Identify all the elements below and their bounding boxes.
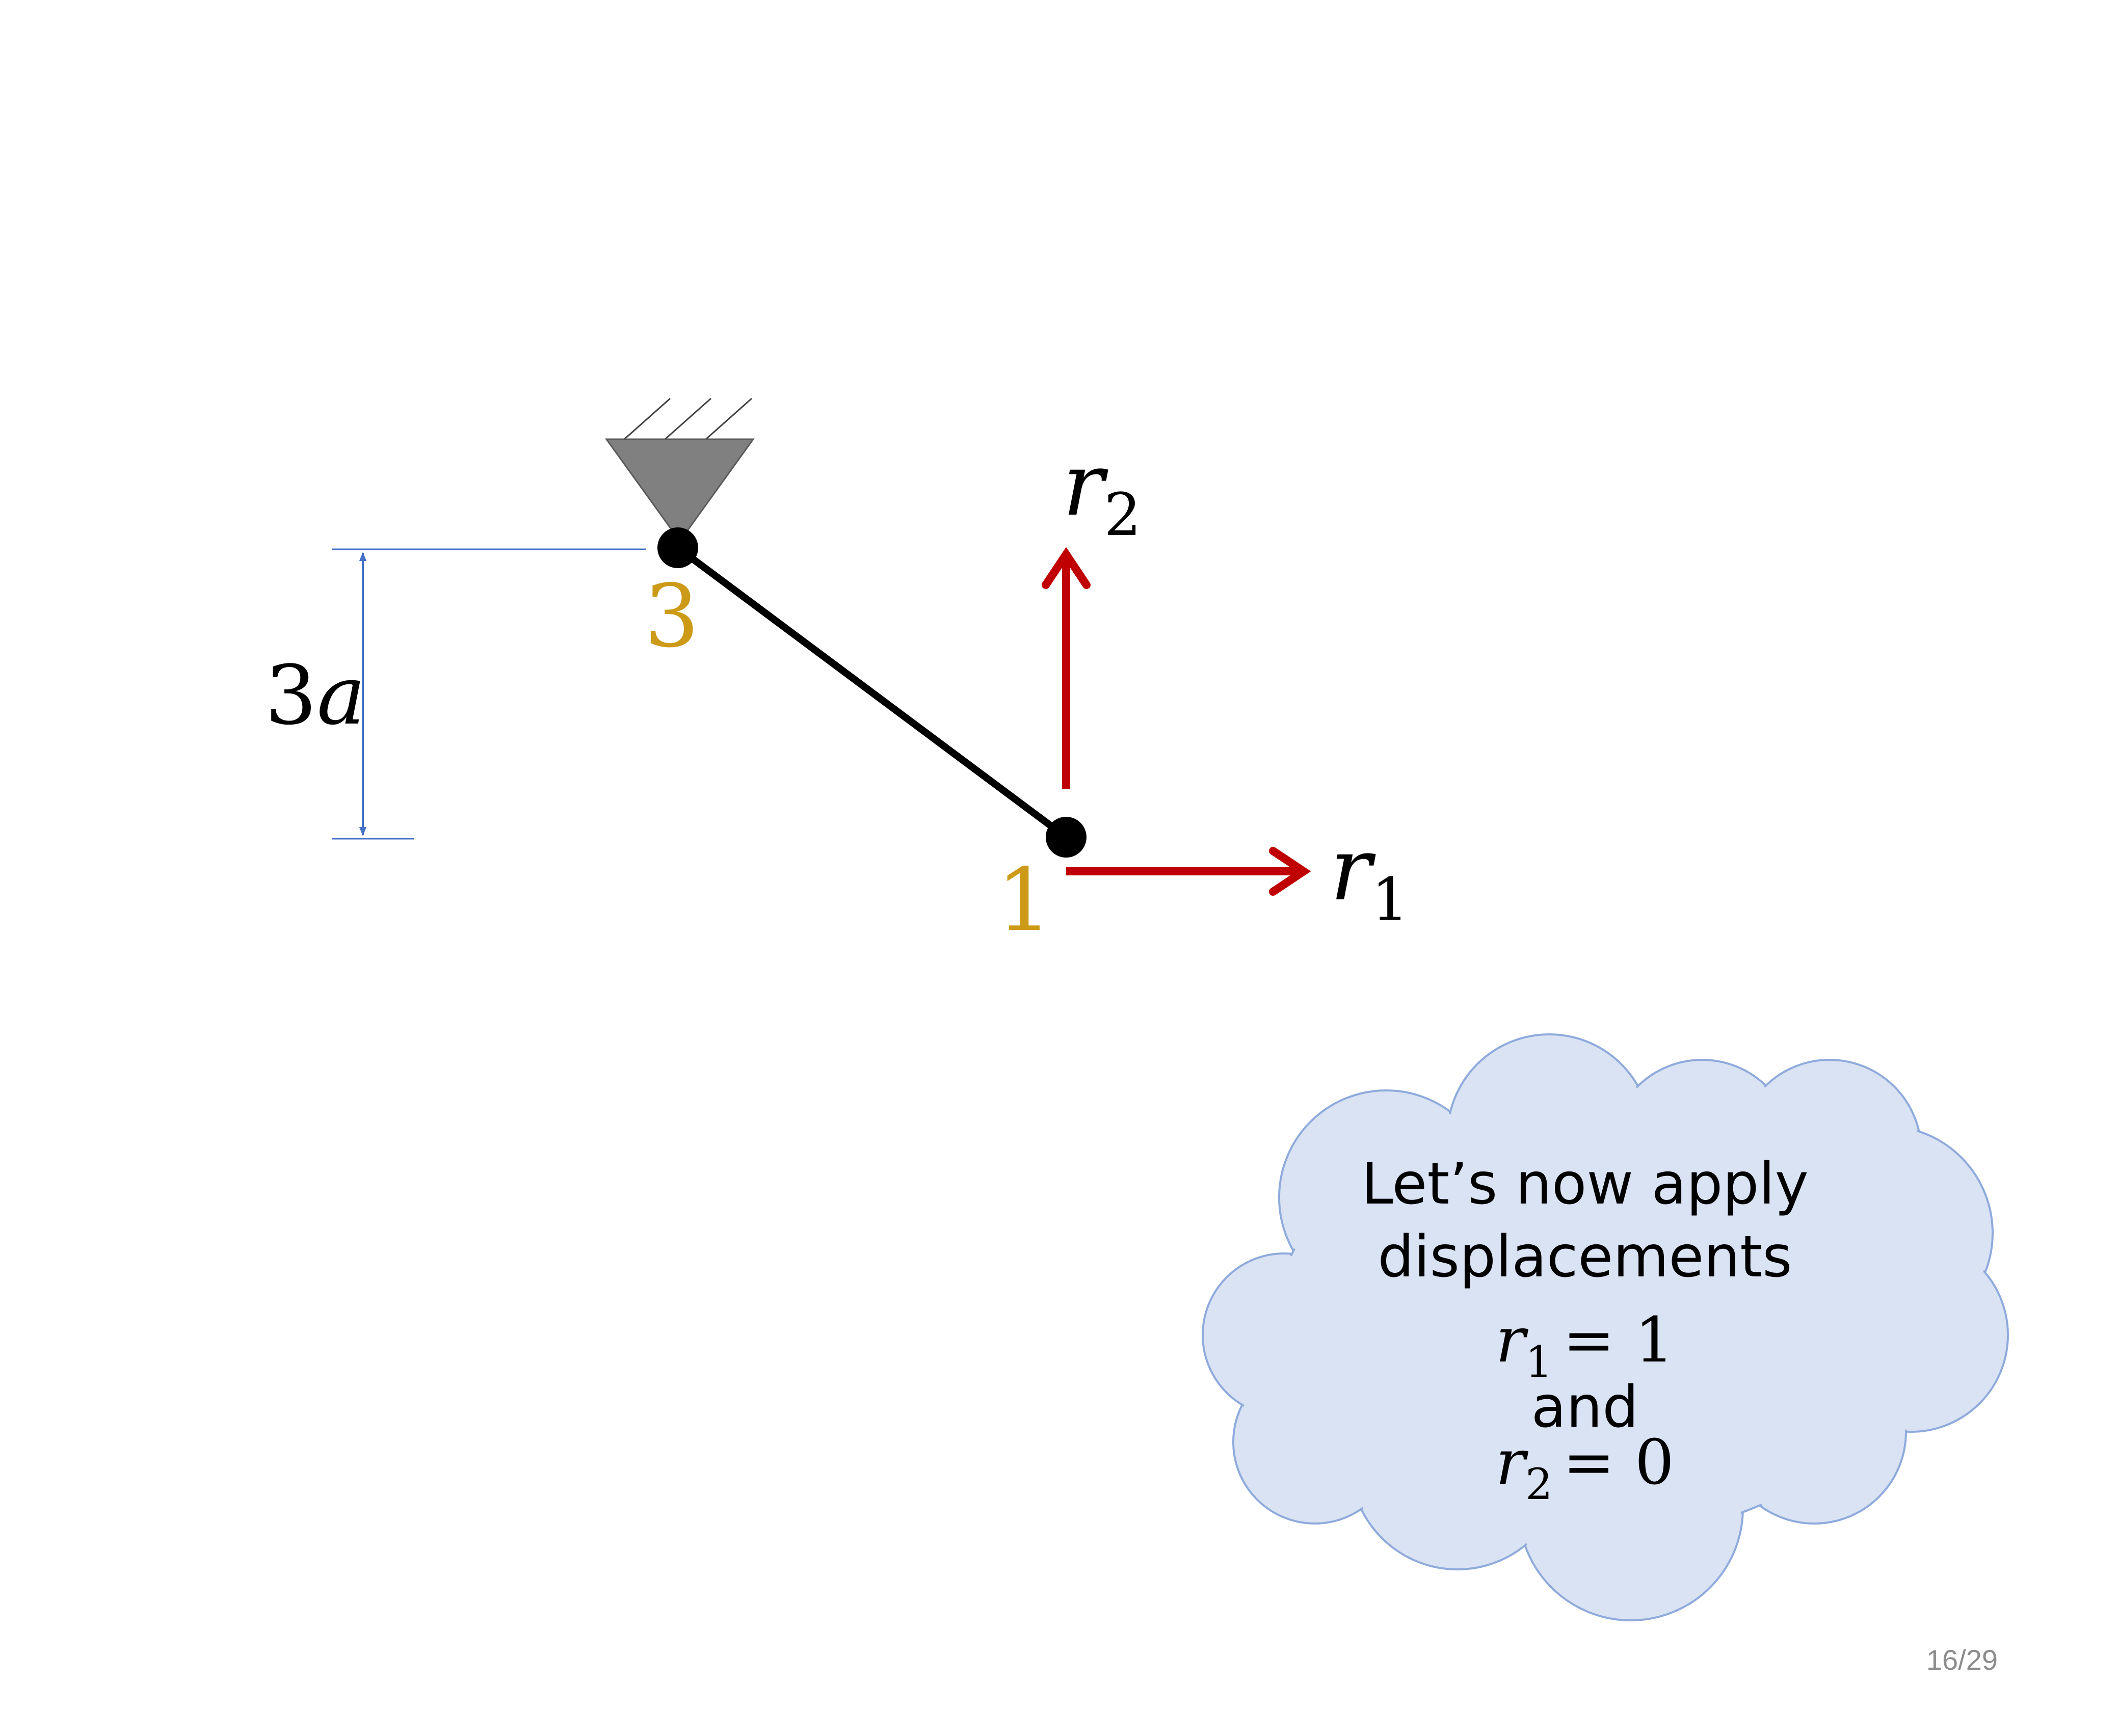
- cloud-line-2: displacements: [1378, 1224, 1792, 1290]
- cloud-line-1: Let’s now apply: [1361, 1151, 1809, 1217]
- r1-symbol: r: [1330, 819, 1376, 920]
- r2-subscript: 2: [1104, 481, 1141, 549]
- r2-label: r2: [1063, 435, 1141, 549]
- node-3-label: 3: [644, 566, 699, 667]
- dimension-label-number: 3: [265, 648, 317, 743]
- hatch-line: [665, 397, 711, 440]
- hatch-line: [705, 397, 752, 440]
- node-1: [1046, 817, 1087, 858]
- dimension-label: 3a: [265, 648, 365, 743]
- eq2-rhs: = 0: [1563, 1426, 1675, 1499]
- node-3: [657, 527, 698, 568]
- dimension-label-variable: a: [317, 648, 365, 743]
- r2-symbol: r: [1063, 435, 1108, 536]
- r1-label: r1: [1330, 819, 1409, 934]
- pin-support: [605, 438, 755, 543]
- cloud-equation-1: r1= 1: [1496, 1304, 1674, 1387]
- eq2-symbol: r: [1496, 1426, 1529, 1499]
- page-number: 16/29: [1926, 1644, 1998, 1676]
- eq2-subscript: 2: [1525, 1459, 1552, 1509]
- support-hatch: [624, 397, 752, 440]
- eq1-rhs: = 1: [1563, 1304, 1675, 1376]
- dimension-3a: [332, 548, 646, 840]
- arrow-r1: [1066, 847, 1311, 896]
- arrow-r1-head: [1269, 847, 1311, 896]
- thought-cloud: [1202, 1033, 2009, 1621]
- node-1-label: 1: [997, 850, 1052, 951]
- arrow-r2-head: [1042, 547, 1091, 589]
- bar-member-3-1: [674, 544, 1070, 841]
- cloud-connector: and: [1531, 1374, 1639, 1440]
- hatch-line: [624, 397, 671, 440]
- eq1-symbol: r: [1496, 1304, 1529, 1376]
- arrow-r2: [1042, 547, 1091, 789]
- eq1-subscript: 1: [1525, 1337, 1552, 1387]
- cloud-equation-2: r2= 0: [1496, 1426, 1674, 1509]
- r1-subscript: 1: [1371, 866, 1409, 934]
